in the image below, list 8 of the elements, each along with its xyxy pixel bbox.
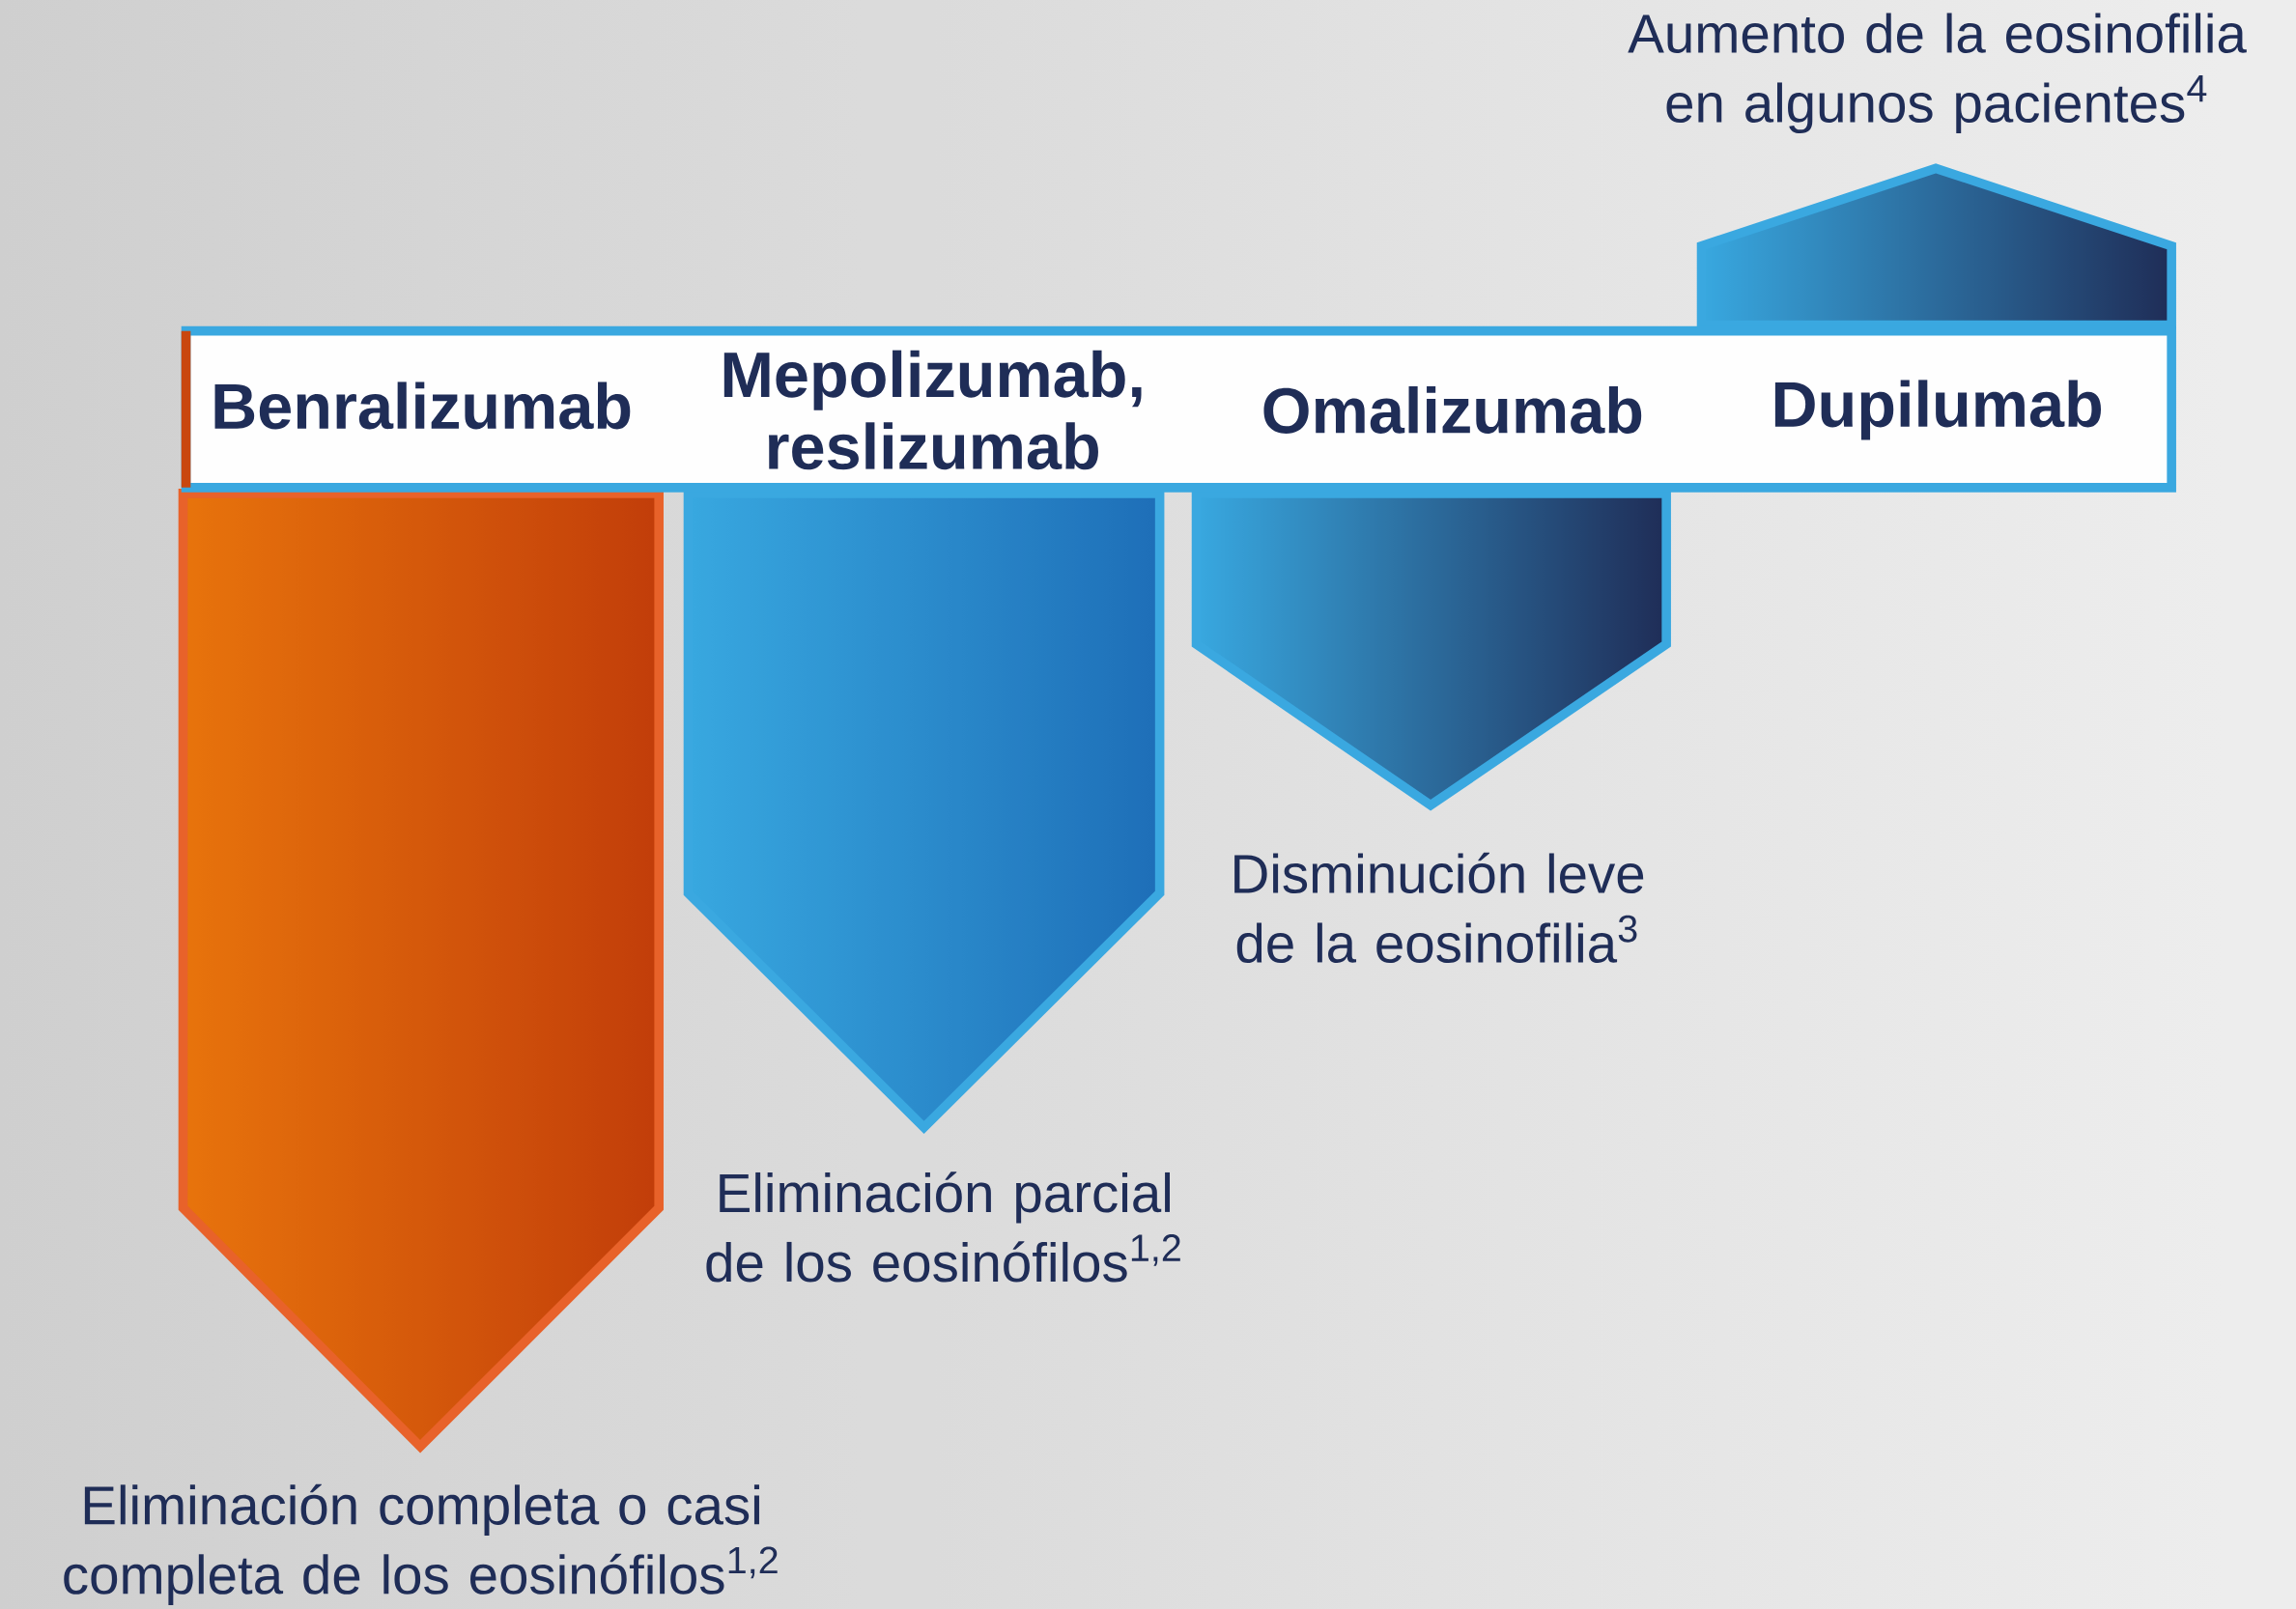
drug-name: Omalizumab (1263, 385, 1642, 434)
drug-name: Mepolizumab, reslizumab (723, 350, 1142, 470)
effect-text: Aumento de la eosinofilia en algunos pacientes$^{4}$ (1628, 13, 2247, 134)
drug-name: Benralizumab (214, 381, 631, 430)
effect-text: Eliminación completa o casi completa de los eosinófilos$^{1,2}$ (64, 1483, 778, 1605)
effect-text: Disminución leve de la eosinofilia$^{3}$ (1234, 852, 1644, 963)
drug-name: Dupilumab (1774, 380, 2101, 440)
effect-text: Eliminación parcial de los eosinófilos$^{1,2}$ (706, 1171, 1180, 1283)
